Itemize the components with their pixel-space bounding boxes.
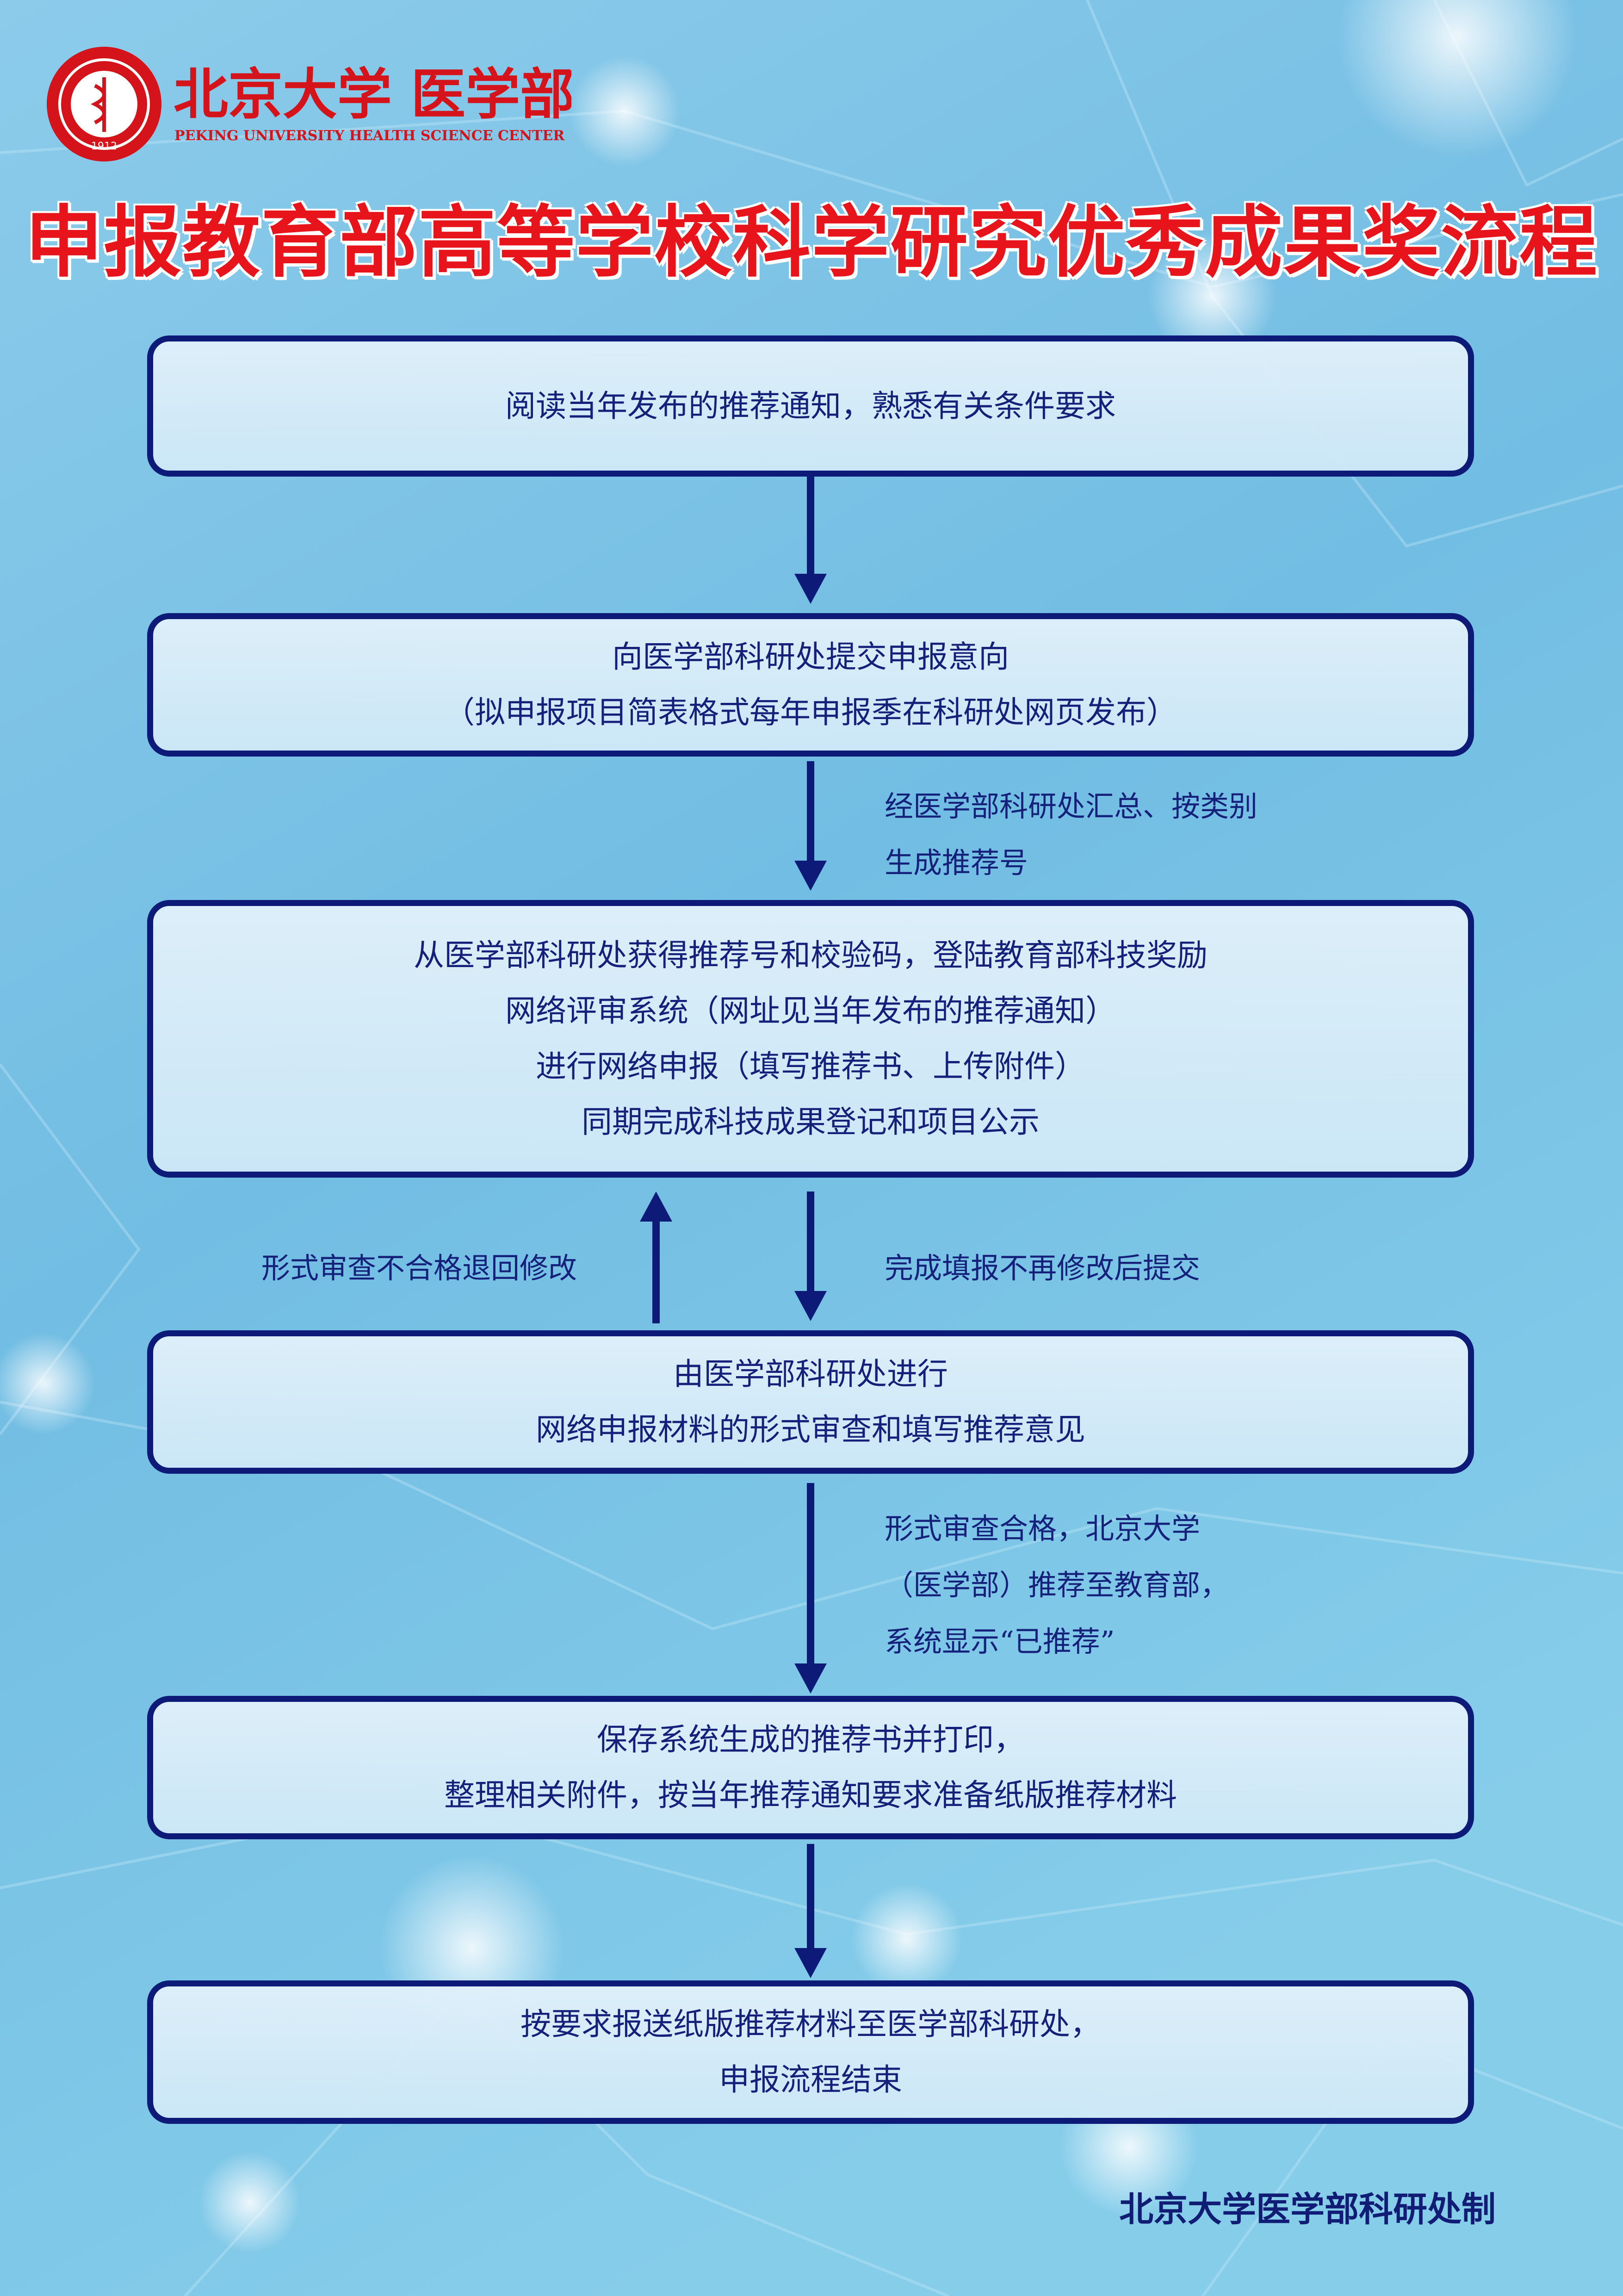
- pku-seal-icon: 1912: [47, 47, 161, 161]
- note-return-left: 形式审查不合格退回修改: [261, 1240, 577, 1297]
- step-3-box: 从医学部科研处获得推荐号和校验码，登陆教育部科技奖励 网络评审系统（网址见当年发…: [147, 900, 1474, 1178]
- step-5-line: 整理相关附件，按当年推荐通知要求准备纸版推荐材料: [444, 1777, 1177, 1813]
- step-6-line: 按要求报送纸版推荐材料至医学部科研处，: [520, 2006, 1101, 2042]
- note-line: 形式审查合格，北京大学: [885, 1512, 1201, 1545]
- step-2-box: 向医学部科研处提交申报意向 （拟申报项目简表格式每年申报季在科研处网页发布）: [147, 613, 1474, 757]
- step-3-line: 同期完成科技成果登记和项目公示: [582, 1104, 1040, 1140]
- step-3-line: 从医学部科研处获得推荐号和校验码，登陆教育部科技奖励: [414, 937, 1208, 973]
- note-submit-right: 完成填报不再修改后提交: [885, 1240, 1200, 1297]
- note-after-step2: 经医学部科研处汇总、按类别 生成推荐号: [885, 778, 1258, 891]
- page-title: 申报教育部高等学校科学研究优秀成果奖流程: [25, 197, 1598, 288]
- step-1-line: 阅读当年发布的推荐通知，熟悉有关条件要求: [505, 388, 1116, 424]
- note-line: 完成填报不再修改后提交: [885, 1251, 1201, 1285]
- note-line: （医学部）推荐至教育部，: [885, 1568, 1229, 1602]
- step-3-line: 进行网络申报（填写推荐书、上传附件）: [536, 1049, 1085, 1084]
- note-line: 系统显示“已推荐”: [885, 1625, 1115, 1658]
- note-after-step4: 形式审查合格，北京大学 （医学部）推荐至教育部， 系统显示“已推荐”: [885, 1501, 1229, 1670]
- step-5-line: 保存系统生成的推荐书并打印，: [597, 1722, 1024, 1757]
- step-6-box: 按要求报送纸版推荐材料至医学部科研处， 申报流程结束: [147, 1980, 1474, 2124]
- step-4-line: 由医学部科研处进行: [673, 1356, 948, 1392]
- logo-text: 北京大学 医学部: [173, 62, 571, 126]
- footer-credit: 北京大学医学部科研处制: [1119, 2190, 1496, 2229]
- step-6-line: 申报流程结束: [719, 2062, 902, 2097]
- step-4-box: 由医学部科研处进行 网络申报材料的形式审查和填写推荐意见: [147, 1330, 1474, 1474]
- note-line: 生成推荐号: [885, 846, 1028, 880]
- arrow-step4-to-step5: [794, 1483, 827, 1694]
- arrow-return-up: [640, 1191, 672, 1323]
- arrow-step1-to-step2: [794, 477, 827, 604]
- step-2-line: （拟申报项目简表格式每年申报季在科研处网页发布）: [444, 695, 1177, 730]
- pku-logo: 1912 北京大学 医学部 PEKING UNIVERSITY HEALTH S…: [44, 44, 575, 164]
- step-2-line: 向医学部科研处提交申报意向: [612, 639, 1009, 675]
- arrow-step2-to-step3: [794, 761, 827, 891]
- arrow-step3-to-step4: [794, 1191, 827, 1321]
- step-1-box: 阅读当年发布的推荐通知，熟悉有关条件要求: [147, 335, 1474, 477]
- step-4-line: 网络申报材料的形式审查和填写推荐意见: [536, 1412, 1085, 1447]
- note-line: 形式审查不合格退回修改: [261, 1251, 577, 1285]
- note-line: 经医学部科研处汇总、按类别: [885, 789, 1258, 823]
- arrow-step5-to-step6: [794, 1844, 827, 1978]
- step-3-line: 网络评审系统（网址见当年发布的推荐通知）: [505, 993, 1116, 1029]
- logo-subtext: PEKING UNIVERSITY HEALTH SCIENCE CENTER: [174, 128, 565, 144]
- step-5-box: 保存系统生成的推荐书并打印， 整理相关附件，按当年推荐通知要求准备纸版推荐材料: [147, 1696, 1474, 1839]
- svg-text:1912: 1912: [91, 141, 117, 152]
